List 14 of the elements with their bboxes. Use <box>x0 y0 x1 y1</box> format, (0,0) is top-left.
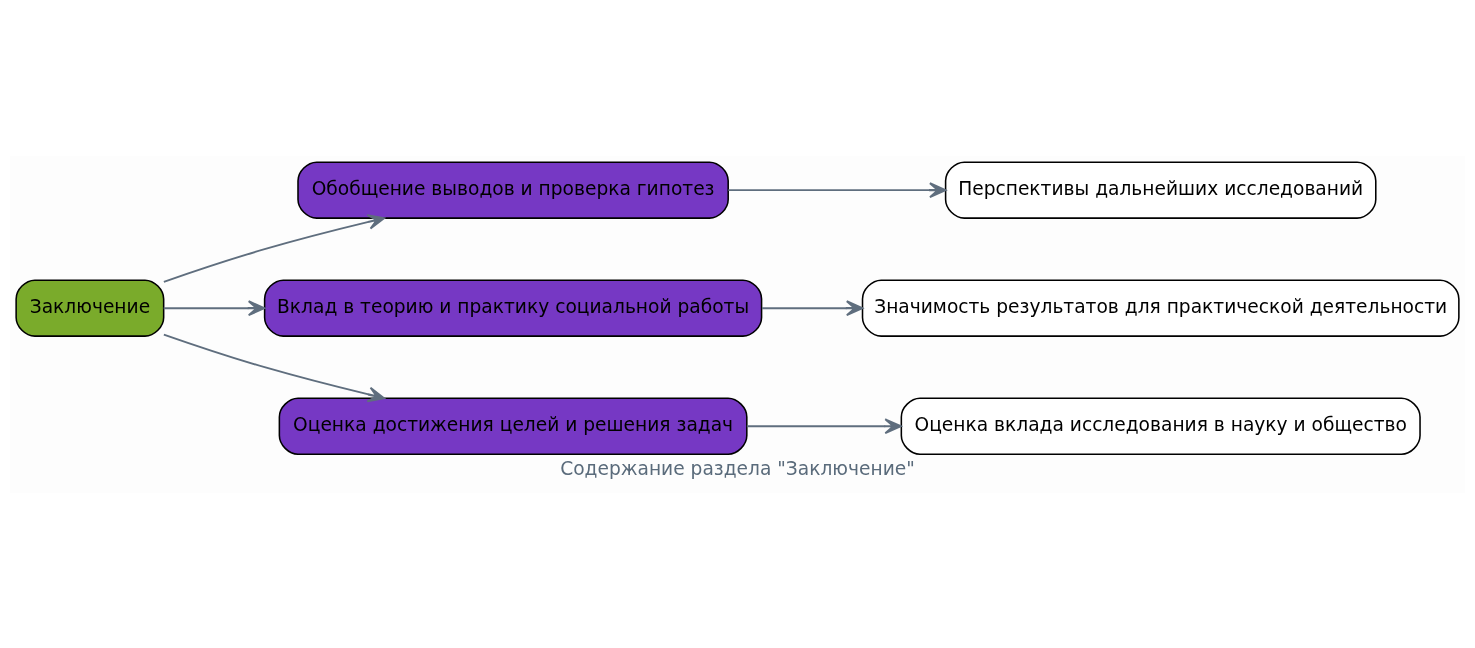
node-box: Значимость результатов для практической деятельности <box>861 278 1460 337</box>
arrow <box>162 213 385 283</box>
node-box: Заключение <box>15 278 165 337</box>
node-box: Вклад в теорию и практику социальной работы <box>263 278 763 337</box>
arrow <box>745 417 902 434</box>
arrow <box>162 299 266 316</box>
arrow <box>761 299 864 316</box>
node-box: Оценка вклада исследования в науку и общество <box>900 397 1421 455</box>
node-box: Оценка достижения целей и решения задач <box>278 397 748 455</box>
arrow <box>727 181 947 198</box>
node-box: Обобщение выводов и проверка гипотез <box>297 160 729 219</box>
diagram-title: Содержание раздела "Заключение" <box>560 457 915 479</box>
arrow <box>162 333 385 402</box>
node-box: Перспективы дальнейших исследований <box>944 160 1377 219</box>
